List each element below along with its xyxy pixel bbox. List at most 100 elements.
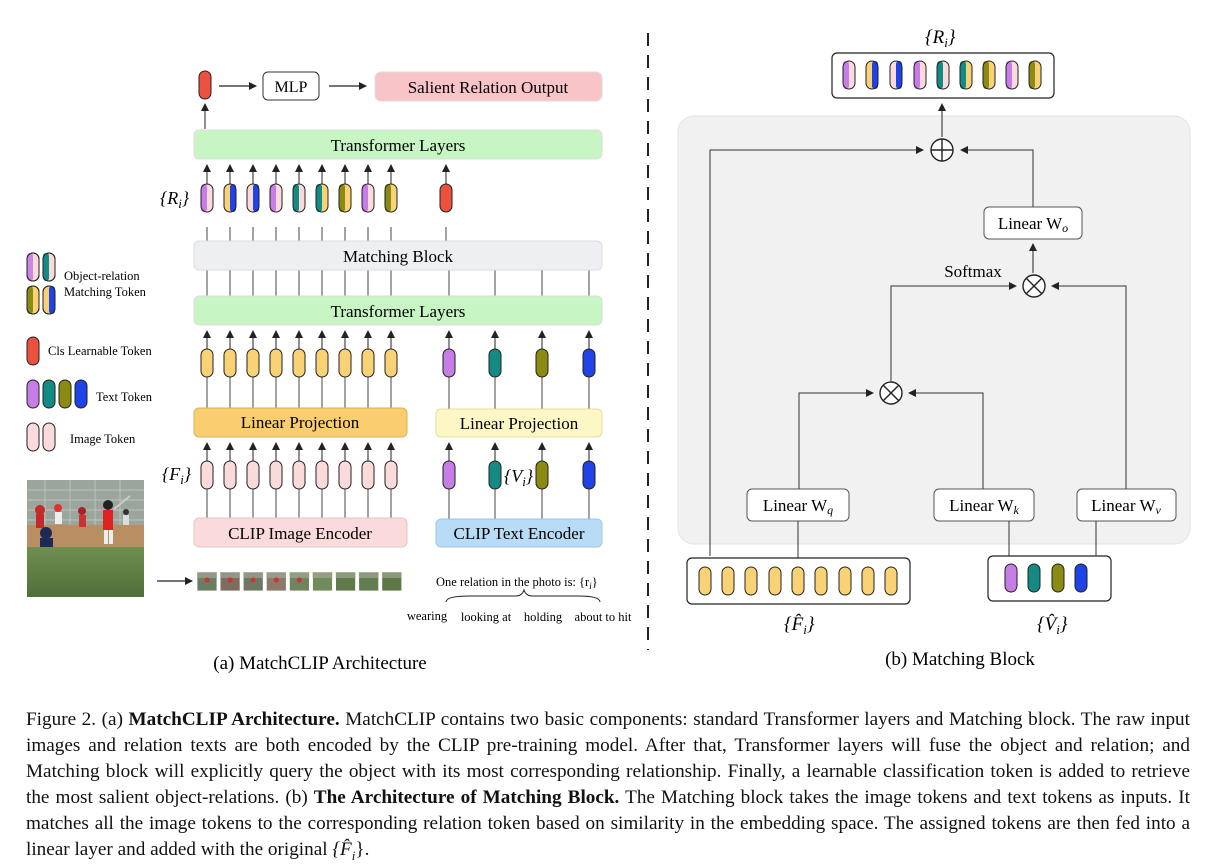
projected-image-token: [200, 348, 214, 378]
salient-output-box: [374, 71, 603, 102]
image-token: [361, 460, 375, 490]
fhat-tokens: [698, 566, 898, 596]
caption-end-symbol: {F̂: [332, 839, 352, 860]
clip-image-encoder-label: CLIP Image Encoder: [228, 524, 372, 543]
transformer-top-box: [193, 129, 603, 160]
vhat-token: [1027, 563, 1041, 593]
image-token: [223, 460, 237, 490]
vhat-token: [1004, 563, 1018, 593]
caption-bold-b: The Architecture of Matching Block.: [313, 787, 620, 808]
linear-projection-text-label: Linear Projection: [460, 414, 579, 433]
image-token: [384, 460, 398, 490]
relation-wearing: wearing: [407, 609, 448, 623]
ri-output-token: [865, 60, 879, 90]
caption-text-b: The Matching block takes the image token…: [26, 787, 1190, 860]
vhat-token: [1051, 563, 1065, 593]
ri-token-row: [200, 164, 590, 296]
legend-matching-token: Matching Token: [64, 285, 147, 299]
transformer-top-label: Transformer Layers: [331, 136, 466, 155]
fhat-token: [838, 566, 852, 596]
ri-token: [292, 183, 306, 213]
multiply-node-bottom: [879, 381, 903, 405]
legend: Object-relation Matching Token Cls Learn…: [26, 252, 153, 452]
vi-label: {Vi}: [504, 466, 534, 489]
prompt-text: One relation in the photo is: {ri}: [436, 575, 598, 591]
ri-token: [223, 183, 237, 213]
fhat-token: [744, 566, 758, 596]
input-photo: [27, 480, 144, 597]
vhat-token: [1074, 563, 1088, 593]
image-token: [315, 460, 329, 490]
matching-block-label: Matching Block: [343, 247, 454, 266]
projected-text-token: [535, 348, 549, 378]
ri-token: [384, 183, 398, 213]
linear-wk-label: Linear Wk: [949, 496, 1019, 517]
image-patch: [265, 571, 287, 592]
ri-output-token: [936, 60, 950, 90]
text-token: [488, 460, 502, 490]
projected-text-token: [582, 348, 596, 378]
right-subtitle: (b) Matching Block: [885, 649, 1035, 670]
projected-token-row: [200, 330, 596, 409]
projected-image-token: [292, 348, 306, 378]
image-patch: [312, 571, 333, 592]
legend-image-token: Image Token: [70, 432, 136, 446]
multiply-node-top: [1022, 274, 1046, 298]
projected-image-token: [315, 348, 329, 378]
linear-projection-text-box: [435, 408, 603, 438]
ri-output-token: [1028, 60, 1042, 90]
vhat-label: {V̂i}: [1037, 614, 1068, 637]
ri-token: [338, 183, 352, 213]
matching-block-box: [193, 240, 603, 271]
projected-text-token: [442, 348, 456, 378]
softmax-label: Softmax: [944, 262, 1002, 281]
image-patch: [335, 571, 357, 592]
ri-token: [200, 183, 214, 213]
projected-image-token: [246, 348, 260, 378]
figure-caption: Figure 2. (a) MatchCLIP Architecture. Ma…: [26, 707, 1190, 864]
fhat-token: [861, 566, 875, 596]
transformer-bottom-label: Transformer Layers: [331, 302, 466, 321]
ri-output-token: [842, 60, 856, 90]
image-patch: [288, 571, 310, 592]
relations-brace: [445, 588, 601, 603]
projected-text-token: [488, 348, 502, 378]
left-subtitle: (a) MatchCLIP Architecture: [213, 653, 427, 674]
fhat-token: [791, 566, 805, 596]
ri-label-right: {Ri}: [925, 27, 956, 50]
caption-end-sub: i: [351, 847, 356, 863]
ri-output-token: [959, 60, 973, 90]
ri-output-token: [1005, 60, 1019, 90]
caption-bold-a: MatchCLIP Architecture.: [128, 709, 340, 730]
fhat-label: {F̂i}: [784, 614, 815, 637]
projected-image-token: [384, 348, 398, 378]
image-token: [338, 460, 352, 490]
ri-token: [315, 183, 329, 213]
clip-image-encoder-box: [193, 517, 408, 548]
image-patch-row: [196, 571, 403, 592]
image-patch: [381, 571, 403, 592]
legend-cls-token: Cls Learnable Token: [48, 344, 152, 358]
fhat-token: [721, 566, 735, 596]
fhat-token: [814, 566, 828, 596]
ri-output-token: [913, 60, 927, 90]
image-patch: [219, 571, 241, 592]
caption-end-close: }.: [355, 839, 370, 860]
fhat-token: [768, 566, 782, 596]
linear-wo-box: [983, 206, 1083, 240]
mlp-label: MLP: [275, 79, 308, 96]
linear-wv-box: [1076, 488, 1177, 522]
linear-wo-label: Linear Wo: [998, 214, 1068, 235]
linear-projection-image-box: [193, 407, 408, 438]
relation-holding: holding: [524, 610, 563, 624]
ri-output-token: [889, 60, 903, 90]
projected-image-token: [269, 348, 283, 378]
linear-wv-label: Linear Wv: [1091, 496, 1161, 517]
cls-output-token: [198, 70, 212, 100]
linear-projection-image-label: Linear Projection: [241, 413, 360, 432]
ri-token: [246, 183, 260, 213]
clip-text-encoder-box: [435, 518, 603, 548]
image-patch: [196, 571, 218, 592]
ri-label-left: {Ri}: [160, 188, 190, 211]
fhat-token: [884, 566, 898, 596]
